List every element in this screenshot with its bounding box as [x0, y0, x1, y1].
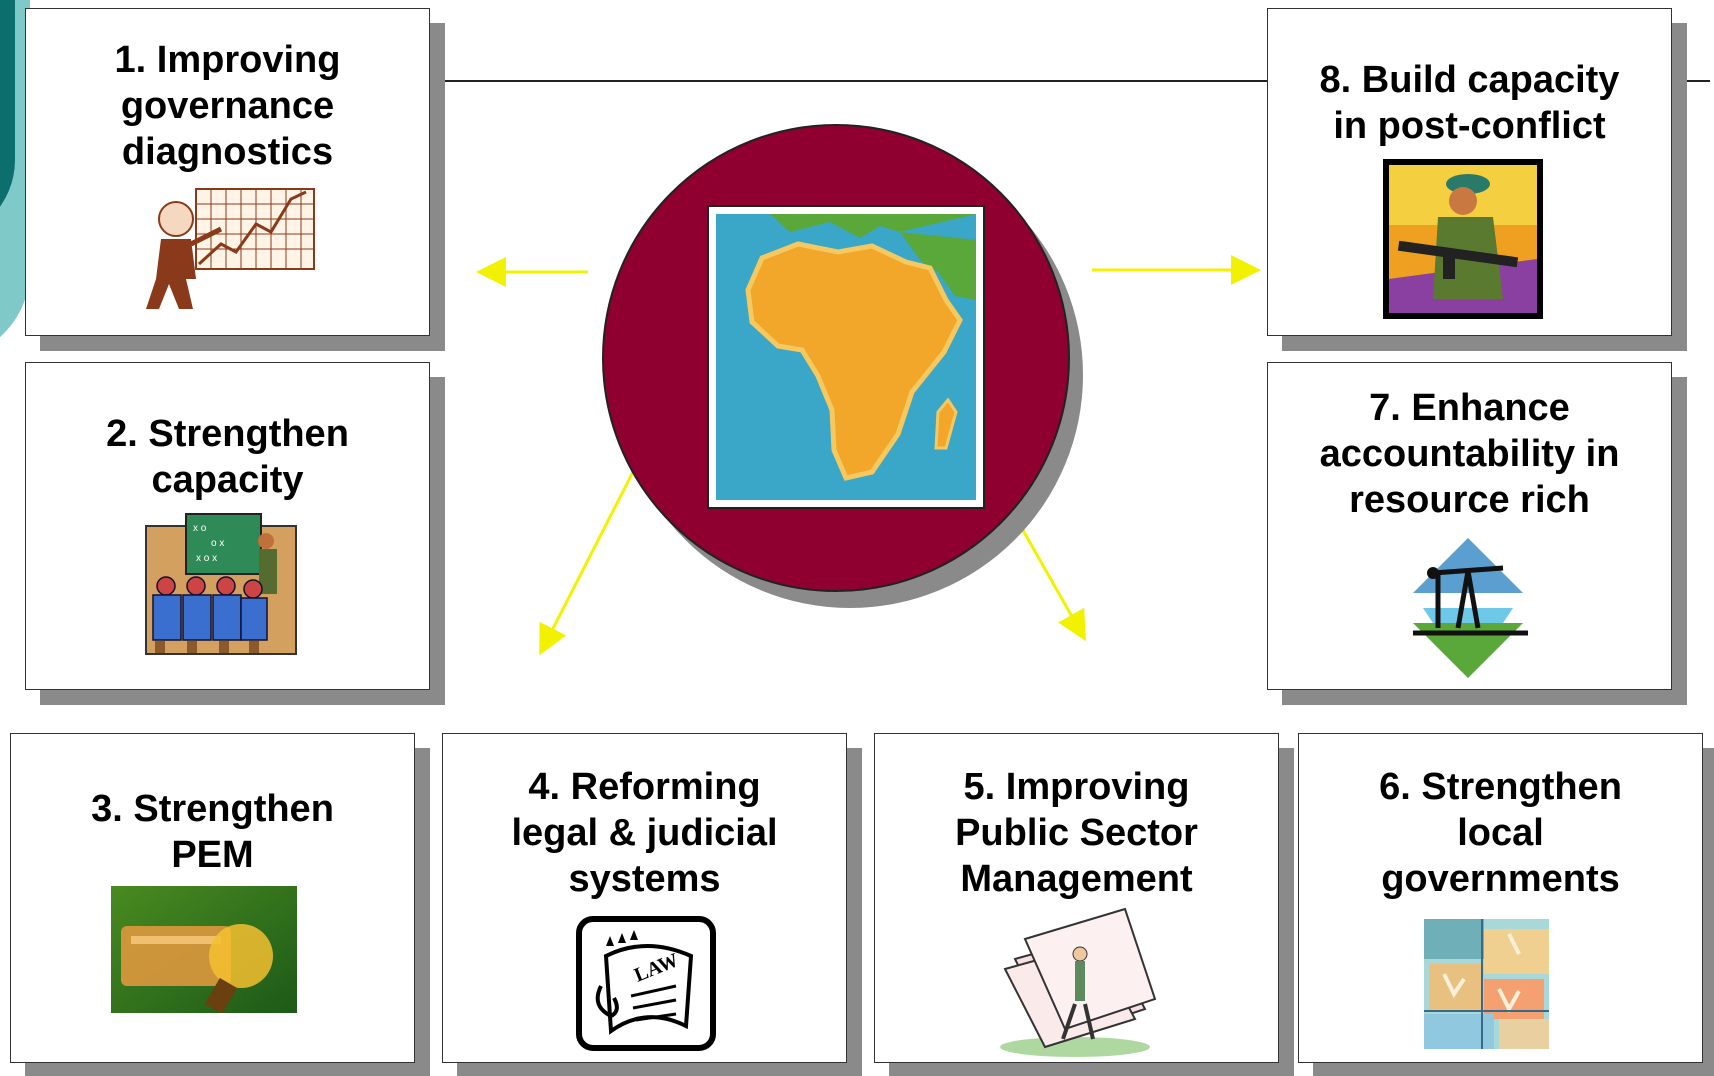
box-legal-judicial: 4. Reforming legal & judicial systems LA…: [442, 733, 847, 1063]
box-title: 4. Reforming legal & judicial systems: [511, 766, 778, 900]
box-resource-accountability: 7. Enhance accountability in resource ri…: [1267, 362, 1672, 690]
box-title: 3. Strengthen PEM: [91, 788, 334, 876]
box-strengthen-capacity: 2. Strengthen capacity x o o x x o x: [25, 362, 430, 690]
law-scroll-icon: LAW: [576, 916, 716, 1051]
africa-map-icon: [707, 205, 985, 509]
box-post-conflict: 8. Build capacity in post-conflict: [1267, 8, 1672, 336]
arrow-to-box-5: [1018, 524, 1086, 642]
soldier-icon: [1383, 159, 1543, 319]
box-title: 2. Strengthen capacity: [106, 413, 349, 501]
chart-presenter-icon: [146, 188, 315, 309]
city-collage-icon: [1424, 919, 1549, 1049]
money-magnifier-icon: [111, 886, 297, 1013]
svg-text:o x: o x: [211, 538, 224, 549]
connector-arrows: [476, 255, 1261, 656]
box-title: 8. Build capacity in post-conflict: [1319, 59, 1620, 147]
paper-stack-icon: [1000, 907, 1157, 1057]
box-strengthen-pem: 3. Strengthen PEM: [10, 733, 415, 1063]
box-title: 5. Improving Public Sector Management: [955, 766, 1198, 900]
classroom-icon: x o o x x o x: [145, 513, 297, 655]
box-local-governments: 6. Strengthen local governments: [1298, 733, 1703, 1063]
decorative-dark-teal-arc: [0, 0, 15, 240]
box-title: 7. Enhance accountability in resource ri…: [1319, 387, 1620, 521]
box-title: 6. Strengthen local governments: [1379, 766, 1622, 900]
top-divider-line: [445, 80, 1710, 82]
svg-text:x o: x o: [193, 523, 207, 534]
box-governance-diagnostics: 1. Improving governance diagnostics: [25, 8, 430, 336]
box-public-sector: 5. Improving Public Sector Management: [874, 733, 1279, 1063]
box-title: 1. Improving governance diagnostics: [114, 39, 341, 173]
oil-pump-icon: [1398, 538, 1538, 678]
svg-text:x o x: x o x: [196, 553, 217, 564]
arrow-to-box-4: [539, 467, 637, 656]
